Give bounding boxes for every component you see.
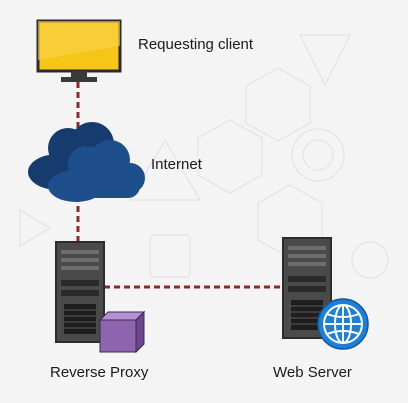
box-icon [98, 310, 146, 354]
globe-icon [317, 298, 369, 350]
proxy-server-icon [55, 241, 105, 343]
reverse-proxy-label: Reverse Proxy [50, 364, 149, 381]
internet-label: Internet [151, 156, 202, 173]
monitor-icon [36, 19, 122, 82]
web-server-label: Web Server [273, 364, 352, 381]
cloud-icon [28, 122, 145, 202]
requesting-client-label: Requesting client [138, 36, 254, 53]
